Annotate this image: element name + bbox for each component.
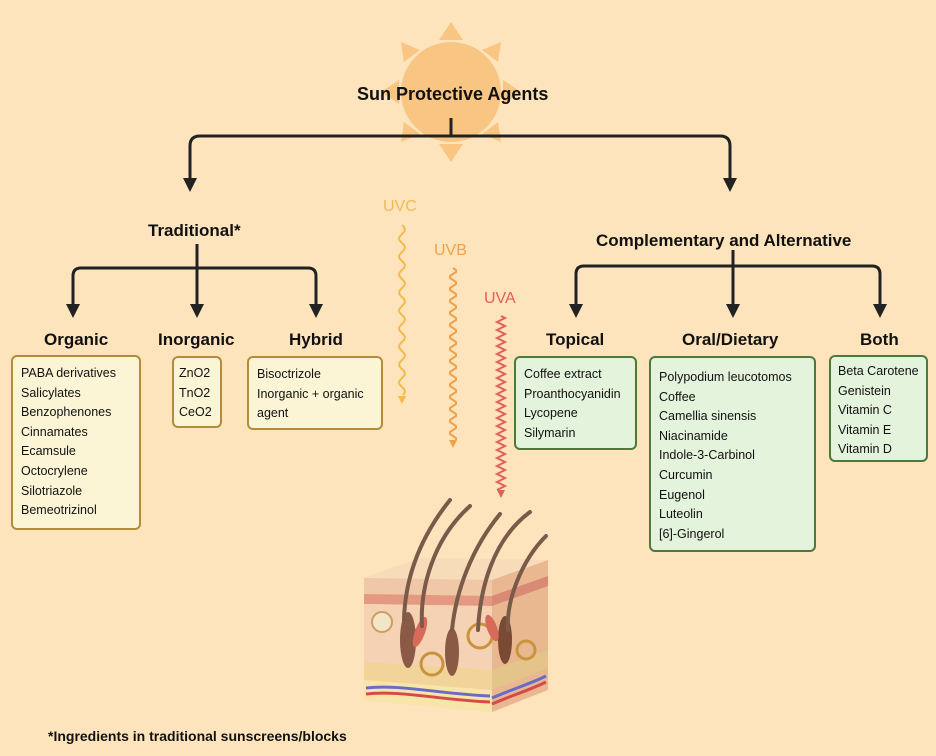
oral-dietary-item: Coffee [659,389,696,404]
organic-item: Salicylates [21,385,81,400]
hybrid-item: agent [257,406,289,421]
oral-dietary-item: Curcumin [659,467,713,482]
uvc-label: UVC [383,198,417,215]
oral-dietary-item: [6]-Gingerol [659,526,725,541]
diagram-title: Sun Protective Agents [357,84,549,104]
oral-dietary-item: Indole-3-Carbinol [659,448,755,463]
hybrid-box: Bisoctrizole Inorganic + organic agent [247,356,383,430]
oral-dietary-box: Polypodium leucotomos Coffee Camellia si… [649,356,816,552]
uvb-wave [448,267,458,440]
oral-dietary-item: Luteolin [659,507,703,522]
organic-item: Octocrylene [21,463,88,478]
skin-cross-section-icon [364,498,548,712]
hybrid-item: Inorganic + organic [257,386,364,401]
organic-box: PABA derivatives Salicylates Benzophenon… [11,355,141,530]
hybrid-item: Bisoctrizole [257,367,321,381]
top-branch-connector [188,118,732,178]
topical-box: Coffee extract Proanthocyanidin Lycopene… [514,356,637,450]
complementary-heading: Complementary and Alternative [596,231,852,250]
oral-dietary-item: Niacinamide [659,428,728,443]
topical-item: Silymarin [524,425,576,440]
uvb-arrowhead [449,440,457,448]
both-item: Beta Carotene [838,364,919,378]
oral-dietary-item: Camellia sinensis [659,409,757,424]
organic-item: Ecamsule [21,444,76,459]
traditional-heading: Traditional* [148,221,241,240]
inorganic-item: CeO2 [179,405,212,420]
organic-item: Bemeotrizinol [21,503,97,518]
organic-heading: Organic [44,330,109,349]
uva-wave [494,315,508,491]
sun-icon [381,22,521,162]
topical-item: Coffee extract [524,367,602,381]
both-item: Genistein [838,383,891,398]
both-heading: Both [860,330,899,349]
uva-arrowhead [497,490,505,498]
footnote: *Ingredients in traditional sunscreens/b… [48,728,347,744]
both-box: Beta Carotene Genistein Vitamin C Vitami… [829,355,928,462]
organic-item: Cinnamates [21,424,88,439]
oral-dietary-heading: Oral/Dietary [682,330,779,349]
topical-item: Proanthocyanidin [524,386,621,401]
inorganic-item: ZnO2 [179,366,211,380]
both-item: Vitamin D [838,442,892,457]
inorganic-item: TnO2 [179,385,211,400]
both-item: Vitamin C [838,403,892,418]
traditional-branch-connector [71,244,318,305]
uva-label: UVA [484,290,516,307]
uvc-arrowhead [398,396,406,404]
organic-item: PABA derivatives [21,366,116,380]
oral-dietary-item: Eugenol [659,487,705,502]
uvb-label: UVB [434,242,467,259]
topical-heading: Topical [546,330,605,349]
organic-item: Benzophenones [21,405,112,420]
uvc-wave [398,224,406,396]
inorganic-box: ZnO2 TnO2 CeO2 [172,356,222,428]
organic-item: Silotriazole [21,483,83,498]
complementary-branch-connector [574,250,882,305]
oral-dietary-item: Polypodium leucotomos [659,370,792,384]
inorganic-heading: Inorganic [158,330,235,349]
topical-item: Lycopene [524,406,578,421]
hybrid-heading: Hybrid [289,330,343,349]
both-item: Vitamin E [838,422,892,437]
